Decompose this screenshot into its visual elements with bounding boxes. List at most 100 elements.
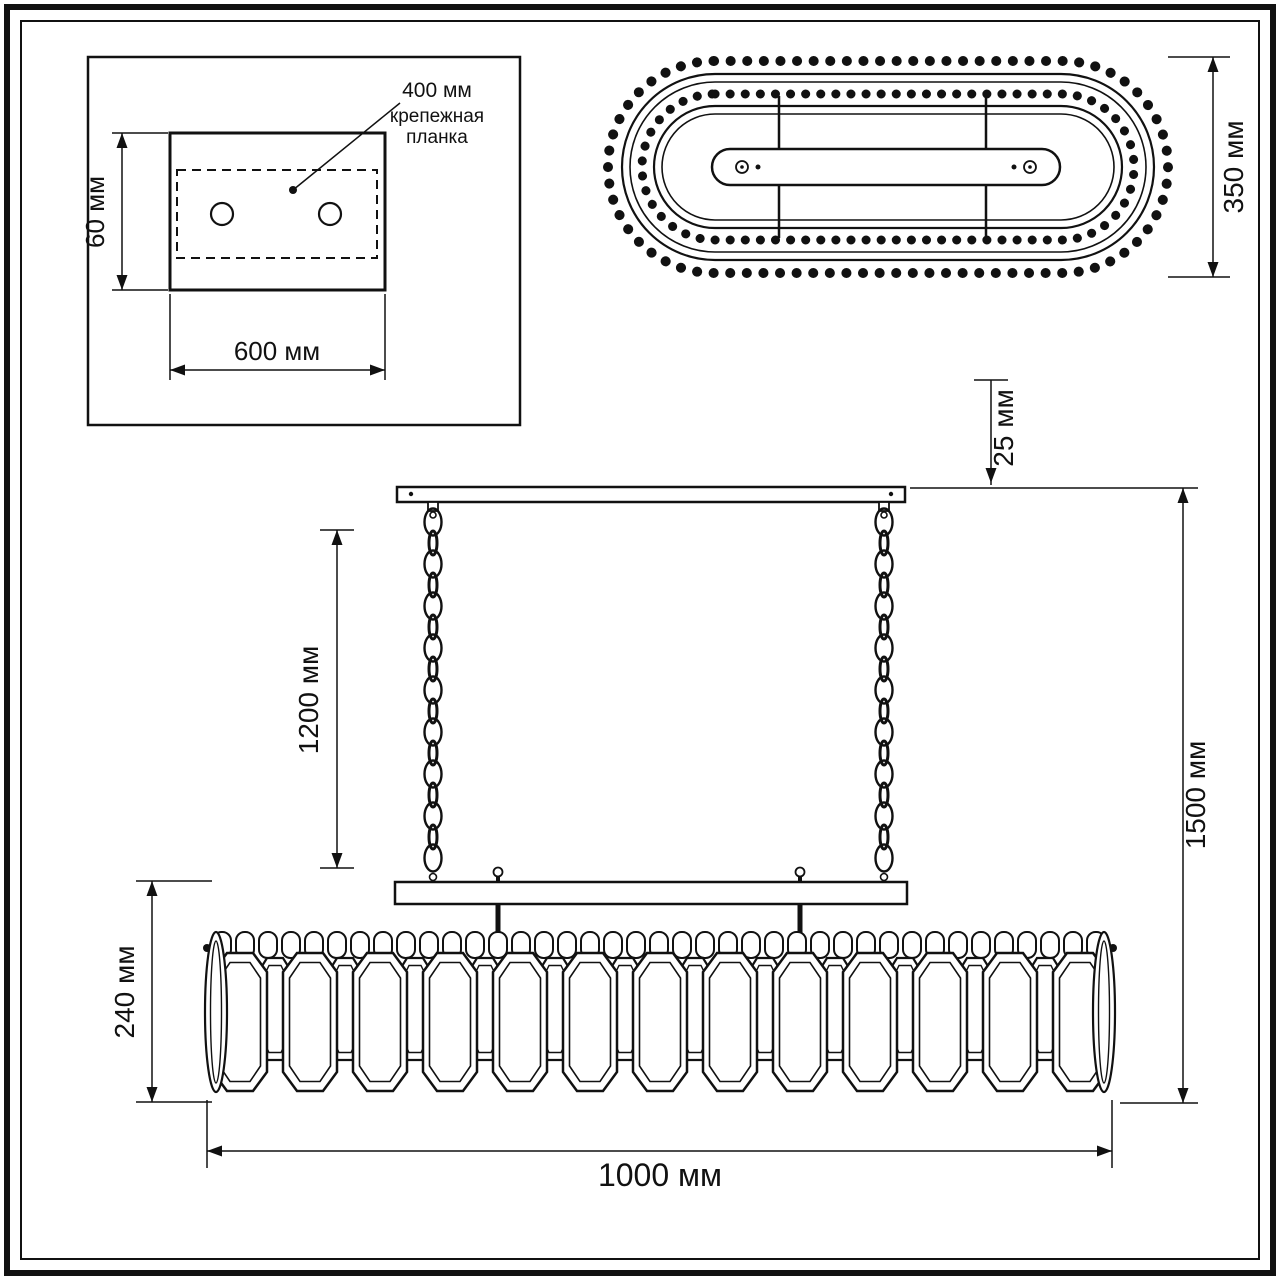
- screw-right: [1023, 160, 1037, 174]
- crystal-bead: [534, 931, 554, 959]
- chain-link: [878, 697, 890, 725]
- pin-head-right: [794, 866, 806, 878]
- hanger-loop-left: [429, 511, 437, 519]
- chain-link: [427, 655, 439, 683]
- chain-link: [423, 591, 443, 621]
- chain-link: [878, 739, 890, 767]
- crystal-bead: [465, 931, 485, 959]
- crystal-bead: [258, 931, 278, 959]
- crystal-bead: [557, 931, 577, 959]
- mount-hole-left: [209, 201, 235, 227]
- label-plank-line1: крепежная: [390, 106, 484, 127]
- end-crystal-right: [1091, 930, 1117, 1094]
- end-crystal-right-inner: [1097, 940, 1111, 1084]
- crystal-large: [561, 951, 619, 1093]
- chain-link: [427, 613, 439, 641]
- chain-link: [427, 739, 439, 767]
- dim-arrow: [370, 364, 385, 376]
- bar-loop-right: [879, 872, 889, 882]
- screw-dot-right: [1011, 164, 1017, 170]
- crystal-bead: [902, 931, 922, 959]
- inset-box: [86, 55, 522, 427]
- chain-link: [874, 843, 894, 873]
- crystal-large: [631, 951, 689, 1093]
- generated-decor: [116, 57, 1219, 1157]
- dim-arrow: [331, 853, 343, 868]
- crystal-large: [351, 951, 409, 1093]
- dim-arrow: [1207, 262, 1219, 277]
- frame-ring-3: [652, 104, 1124, 230]
- crystal-large: [281, 951, 339, 1093]
- end-crystal-left: [203, 930, 229, 1094]
- chain-link: [423, 801, 443, 831]
- crystal-bead: [396, 931, 416, 959]
- chain-link: [874, 759, 894, 789]
- top-view: [603, 56, 1230, 278]
- chain-link: [427, 697, 439, 725]
- dim-arrow: [170, 364, 185, 376]
- label-hole-spacing: 400 мм: [402, 79, 472, 102]
- chain-link: [427, 571, 439, 599]
- labels: 400 мм крепежная планка 60 мм 600 мм 350…: [80, 79, 1249, 1193]
- chain-link: [427, 781, 439, 809]
- crystal-bead-ring-outer: [603, 56, 1173, 278]
- chain-link: [423, 507, 443, 537]
- chain-link: [874, 801, 894, 831]
- frame-ring-1: [620, 72, 1156, 262]
- crystal-bead: [695, 931, 715, 959]
- crystal-large: [771, 951, 829, 1093]
- chain-link: [423, 549, 443, 579]
- chain-link: [878, 529, 890, 557]
- hanger-loop-right: [880, 511, 888, 519]
- label-canopy-height: 25 мм: [988, 389, 1019, 466]
- bar-loop-left: [428, 872, 438, 882]
- frame-ring-4: [661, 113, 1115, 221]
- mounting-plank-dashed: [176, 169, 378, 259]
- chain-link: [874, 675, 894, 705]
- crystal-bead: [833, 931, 853, 959]
- dim-arrow: [331, 530, 343, 545]
- body-frame-bar: [393, 880, 909, 906]
- crystal-large: [911, 951, 969, 1093]
- label-chain-length: 1200 мм: [293, 646, 324, 755]
- crystal-bead: [971, 931, 991, 959]
- chain-link: [423, 717, 443, 747]
- chain-link: [874, 507, 894, 537]
- chain-link: [423, 843, 443, 873]
- mounting-plate-outline: [168, 131, 387, 292]
- front-view: [136, 379, 1198, 1168]
- dim-arrow: [1177, 1088, 1189, 1103]
- label-plate-height: 60 мм: [80, 176, 110, 248]
- screw-dot-left: [755, 164, 761, 170]
- crystal-bead: [672, 931, 692, 959]
- chain-link: [874, 717, 894, 747]
- screw-left-center: [740, 165, 744, 169]
- frame-ring-2: [629, 81, 1147, 253]
- dim-arrow: [146, 881, 158, 896]
- chain-link: [427, 823, 439, 851]
- crystal-bead: [603, 931, 623, 959]
- label-top-view-depth: 350 мм: [1218, 121, 1249, 214]
- crystal-bead: [764, 931, 784, 959]
- chain-link: [878, 781, 890, 809]
- crystal-large: [701, 951, 759, 1093]
- dim-arrow: [207, 1145, 222, 1157]
- label-body-width: 1000 мм: [598, 1157, 722, 1193]
- chain-link: [427, 529, 439, 557]
- chain-link: [878, 613, 890, 641]
- canopy-screw-right: [888, 491, 894, 497]
- crystal-bead: [327, 931, 347, 959]
- leader-line: [292, 102, 401, 191]
- dim-arrow: [146, 1087, 158, 1102]
- chain-link: [874, 633, 894, 663]
- label-body-height: 240 мм: [109, 946, 140, 1039]
- center-mount-bar: [710, 147, 1062, 187]
- crystal-large: [491, 951, 549, 1093]
- crystal-bead: [488, 931, 508, 959]
- label-plate-width: 600 мм: [234, 336, 320, 366]
- crystal-large: [841, 951, 899, 1093]
- hanger-nub-left: [427, 501, 439, 512]
- screw-left: [735, 160, 749, 174]
- dim-arrow: [1207, 57, 1219, 72]
